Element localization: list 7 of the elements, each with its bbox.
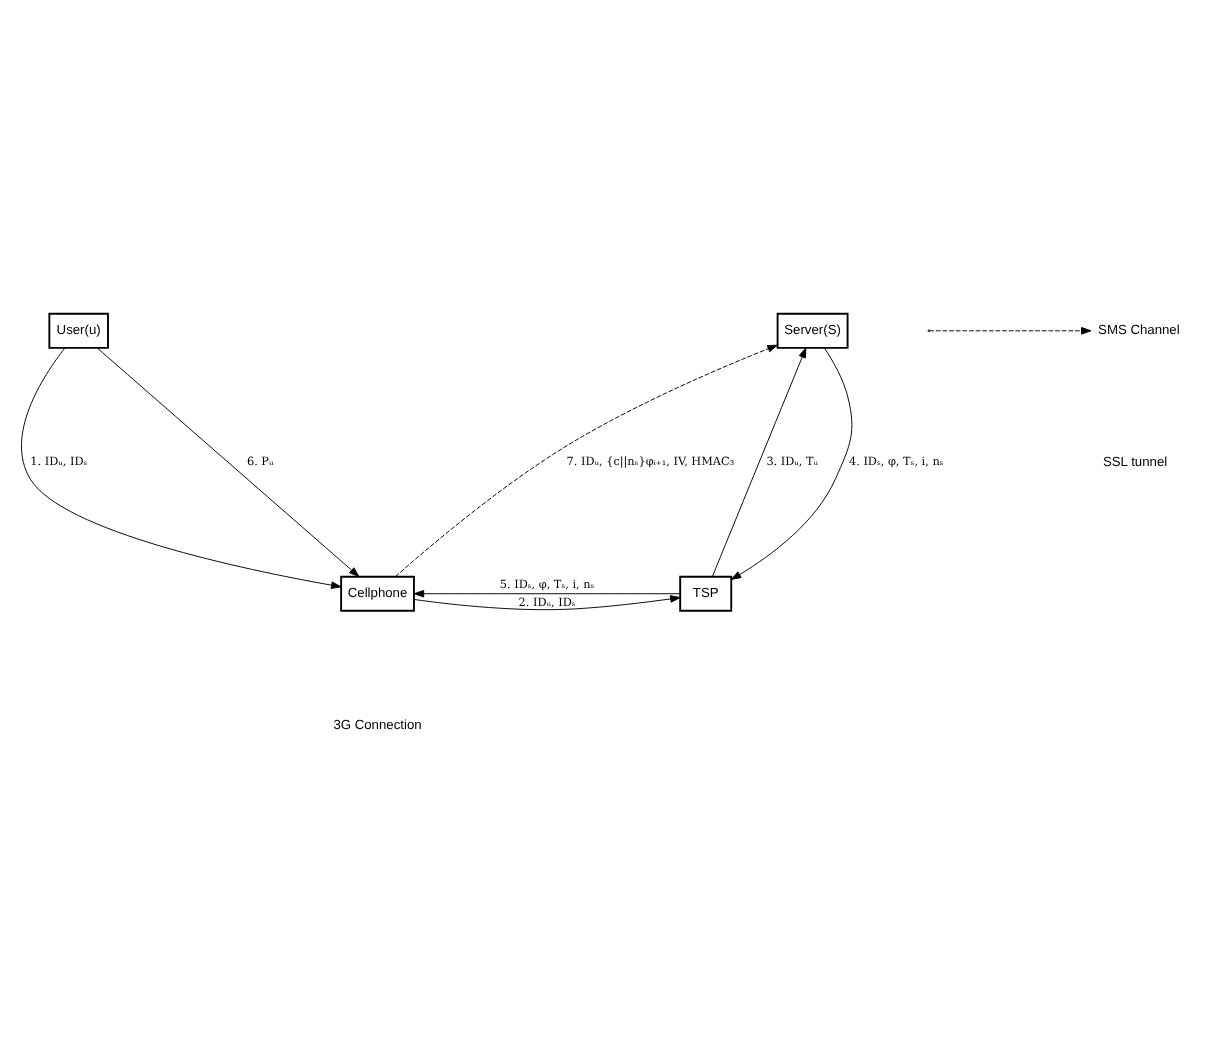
arrow xyxy=(96,347,360,577)
arrow xyxy=(730,347,853,580)
arrow xyxy=(413,589,681,598)
arrow xyxy=(711,347,807,577)
arrow xyxy=(21,347,342,589)
arrow xyxy=(413,595,681,611)
arrow xyxy=(394,344,778,578)
